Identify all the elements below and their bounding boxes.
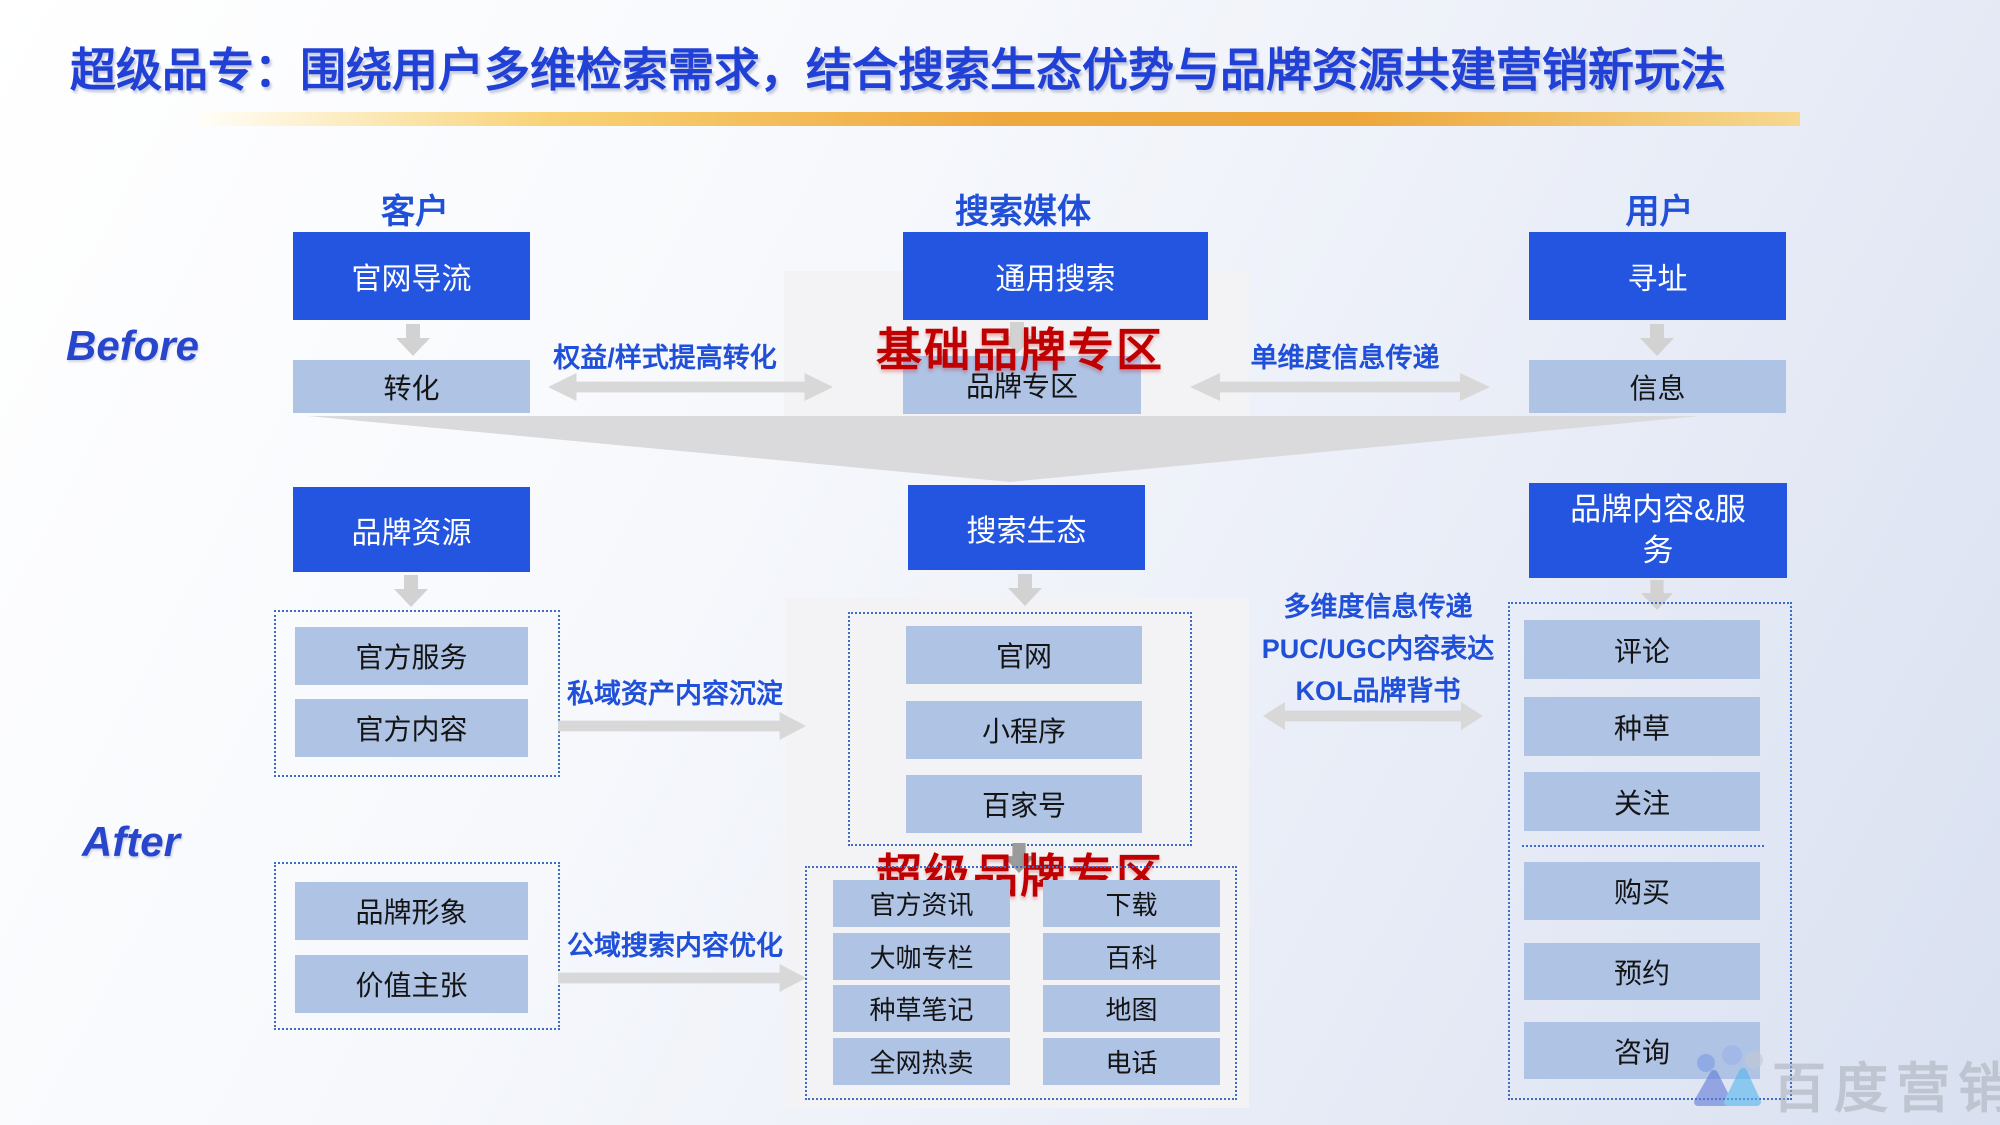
right-arrow-icon	[558, 964, 806, 992]
private-assets-label: 私域资产内容沉淀	[567, 679, 783, 709]
column-header-search-media: 搜索媒体	[955, 193, 1091, 231]
before-brand-zone-box: 品牌专区	[903, 356, 1141, 414]
hot-sale-box: 全网热卖	[833, 1038, 1010, 1085]
map-box: 地图	[1043, 985, 1220, 1032]
before-official-site-traffic-box: 官网导流	[293, 232, 530, 320]
official-content-box: 官方内容	[295, 699, 528, 757]
stage-label-after: After	[82, 818, 181, 865]
official-news-box: 官方资讯	[833, 880, 1010, 927]
down-arrow-icon	[1641, 580, 1673, 610]
mini-program-box: 小程序	[906, 701, 1142, 759]
column-header-user: 用户	[1625, 193, 1694, 231]
down-arrow-icon	[396, 324, 430, 356]
group-divider	[1522, 845, 1764, 847]
down-arrow-icon	[1640, 324, 1674, 356]
public-search-label: 公域搜索内容优化	[567, 931, 783, 961]
multi-dimension-label-line3: KOL品牌背书	[1295, 676, 1461, 706]
before-information-box: 信息	[1529, 360, 1786, 413]
value-proposition-box: 价值主张	[295, 955, 528, 1013]
before-left-link-label: 权益/样式提高转化	[553, 343, 777, 373]
stage-label-before: Before	[66, 322, 200, 369]
official-service-box: 官方服务	[295, 627, 528, 685]
before-right-link-label: 单维度信息传递	[1250, 343, 1440, 373]
download-box: 下载	[1043, 880, 1220, 927]
before-addressing-box: 寻址	[1529, 232, 1786, 320]
after-left-group2-container	[274, 862, 560, 1030]
multi-dimension-label-line1: 多维度信息传递	[1283, 592, 1473, 622]
comments-box: 评论	[1524, 620, 1760, 679]
multi-dimension-label-line2: PUC/UGC内容表达	[1261, 634, 1495, 664]
consultation-box: 咨询	[1524, 1022, 1760, 1079]
official-website-box: 官网	[906, 626, 1142, 684]
column-header-customer: 客户	[381, 193, 449, 231]
down-arrow-icon	[1000, 322, 1034, 354]
seeding-notes-box: 种草笔记	[833, 985, 1010, 1032]
after-right-group-container	[1508, 602, 1792, 1100]
after-middle-group2-container	[805, 866, 1237, 1100]
phone-box: 电话	[1043, 1038, 1220, 1085]
watermark-text: 百度营销	[1772, 1059, 2000, 1119]
baijiahao-box: 百家号	[906, 775, 1142, 833]
reservation-box: 预约	[1524, 943, 1760, 1000]
after-brand-content-service-box: 品牌内容&服务	[1529, 483, 1787, 578]
right-arrow-icon	[558, 712, 806, 740]
after-brand-resources-box: 品牌资源	[293, 487, 530, 572]
expert-column-box: 大咖专栏	[833, 933, 1010, 980]
follow-box: 关注	[1524, 772, 1760, 831]
funnel-down-arrow-icon	[308, 416, 1700, 482]
page-title: 超级品专：围绕用户多维检索需求，结合搜索生态优势与品牌资源共建营销新玩法	[70, 44, 1726, 96]
before-generic-search-box: 通用搜索	[903, 232, 1208, 320]
down-arrow-icon	[1008, 574, 1042, 606]
brand-image-box: 品牌形象	[295, 882, 528, 940]
baidu-marketing-logo-icon	[1694, 1045, 1763, 1106]
after-search-ecosystem-box: 搜索生态	[908, 485, 1145, 570]
encyclopedia-box: 百科	[1043, 933, 1220, 980]
double-arrow-icon	[1263, 702, 1483, 730]
purchase-box: 购买	[1524, 862, 1760, 920]
down-arrow-icon	[394, 575, 428, 607]
basic-brand-zone-overlay: 基础品牌专区	[876, 324, 1164, 376]
down-arrow-icon	[1003, 843, 1035, 873]
double-arrow-icon	[548, 373, 833, 401]
after-left-group1-container	[274, 610, 560, 777]
double-arrow-icon	[1190, 373, 1490, 401]
seeding-box: 种草	[1524, 697, 1760, 756]
title-underline-bar	[200, 112, 1800, 126]
before-conversion-box: 转化	[293, 360, 530, 413]
